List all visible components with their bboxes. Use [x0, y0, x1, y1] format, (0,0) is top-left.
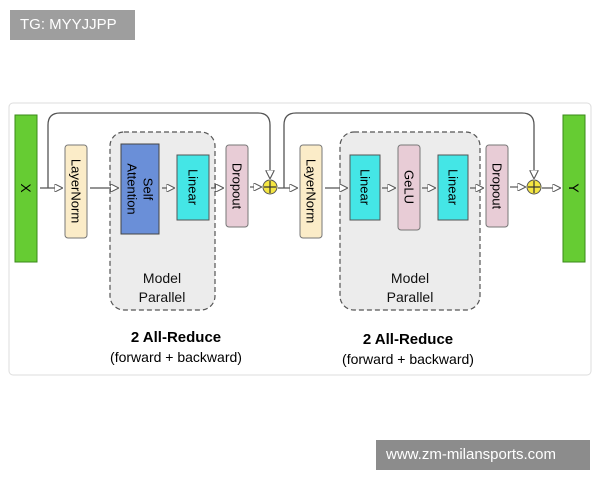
dropout-block-2 — [485, 144, 509, 228]
linear-label-1: Linear — [186, 169, 201, 206]
attention-reduce-title: 2 All-Reduce — [131, 329, 221, 346]
mlp-reduce-subtitle: (forward + backward) — [342, 351, 474, 367]
dropout-block-1 — [225, 144, 249, 228]
dropout-label-1: Dropout — [230, 163, 245, 210]
self-attention-label-line2: Attention — [125, 163, 140, 214]
output-y-label: Y — [566, 183, 582, 193]
layernorm-label-1: LayerNorm — [69, 159, 84, 223]
dropout-label-2: Dropout — [490, 163, 505, 210]
residual-skip-arrow-mlp — [283, 112, 534, 188]
mlp-group-label-line2: Parallel — [387, 289, 434, 305]
input-x-block — [14, 114, 38, 263]
top-watermark: TG: MYYJJPP — [10, 10, 135, 40]
self-attention-block — [120, 143, 160, 235]
attention-reduce-subtitle: (forward + backward) — [110, 349, 242, 365]
layernorm-label-2: LayerNorm — [304, 159, 319, 223]
input-x-label: X — [18, 183, 34, 193]
flow-arrows — [40, 187, 560, 188]
residual-skip-arrow-attention — [47, 112, 270, 188]
linear-label-2: Linear — [358, 169, 373, 206]
mlp-group-label-line1: Model — [391, 270, 429, 286]
linear-label-3: Linear — [446, 169, 461, 206]
attention-group-label-line1: Model — [143, 270, 181, 286]
output-y-block — [562, 114, 586, 263]
linear-block-2 — [349, 154, 381, 221]
mlp-reduce-title: 2 All-Reduce — [363, 331, 453, 348]
layernorm-block-2 — [299, 144, 323, 239]
self-attention-label-line1: Self — [141, 178, 156, 201]
layernorm-block-1 — [64, 144, 88, 239]
attention-group-label-line2: Parallel — [139, 289, 186, 305]
gelu-block — [397, 144, 421, 231]
bottom-watermark: www.zm-milansports.com — [376, 440, 590, 470]
linear-block-1 — [176, 154, 210, 221]
linear-block-3 — [437, 154, 469, 221]
gelu-label: GeLU — [402, 170, 417, 204]
diagram-frame — [8, 102, 592, 376]
